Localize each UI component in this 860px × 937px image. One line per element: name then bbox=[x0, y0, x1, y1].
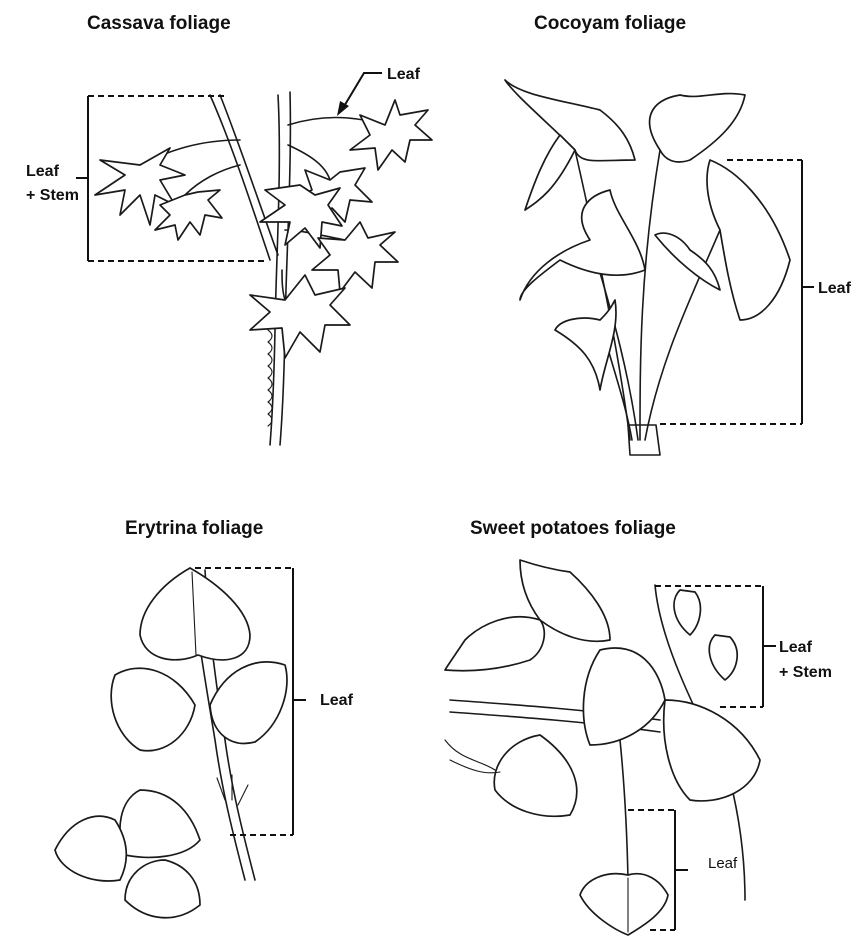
sweet-potatoes-leaf-stem-label-line1: Leaf bbox=[779, 639, 813, 656]
sweet-potatoes-title: Sweet potatoes foliage bbox=[470, 518, 676, 539]
cassava-leaf-stem-bracket bbox=[76, 96, 268, 261]
cassava-leaf-stem-label-line2: + Stem bbox=[26, 187, 79, 204]
cassava-plant-drawing bbox=[95, 92, 432, 445]
sweet-potatoes-leaf-stem-label-line2: + Stem bbox=[779, 664, 832, 681]
erytrina-plant-drawing bbox=[55, 568, 287, 918]
cassava-panel: Cassava foliage bbox=[26, 13, 432, 445]
cassava-leaf-arrow bbox=[337, 73, 382, 116]
erytrina-leaf-label: Leaf bbox=[320, 692, 354, 709]
sweet-potatoes-panel: Sweet potatoes foliage bbox=[445, 518, 832, 935]
sweet-potatoes-leaf-label: Leaf bbox=[708, 855, 738, 872]
cocoyam-panel: Cocoyam foliage Leaf bbox=[505, 13, 852, 455]
cocoyam-leaf-label: Leaf bbox=[818, 280, 852, 297]
erytrina-title: Erytrina foliage bbox=[125, 518, 263, 539]
cocoyam-plant-drawing bbox=[505, 80, 790, 455]
sweet-potatoes-plant-drawing bbox=[445, 560, 760, 935]
erytrina-panel: Erytrina foliage Leaf bbox=[55, 518, 354, 918]
cocoyam-title: Cocoyam foliage bbox=[534, 13, 686, 34]
cassava-leaf-stem-label-line1: Leaf bbox=[26, 163, 60, 180]
cassava-leaf-label: Leaf bbox=[387, 66, 421, 83]
cassava-title: Cassava foliage bbox=[87, 13, 231, 34]
